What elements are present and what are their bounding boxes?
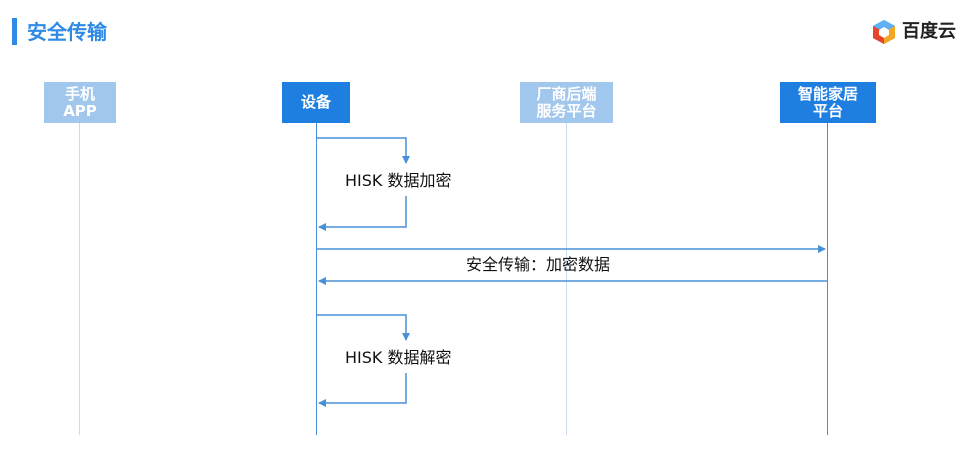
actor-smart-home-platform-line1: 智能家居: [797, 84, 858, 103]
encrypt-loop-out-arrow: [317, 137, 410, 164]
decrypt-loop-out-arrow: [317, 314, 410, 341]
actor-phone-app: 手机 APP: [44, 82, 116, 123]
lifeline-vendor-backend: [566, 123, 567, 435]
actor-smart-home-platform-line2: 平台: [812, 101, 843, 120]
actor-phone-app-line2: APP: [63, 101, 97, 120]
actor-vendor-backend-line2: 服务平台: [536, 101, 597, 120]
baidu-cloud-logo: 百度云: [872, 18, 956, 46]
lifeline-device: [316, 123, 317, 435]
actor-vendor-backend-line1: 厂商后端: [536, 84, 597, 103]
title-accent-bar: [12, 18, 17, 45]
actor-device-line1: 设备: [300, 93, 331, 111]
encrypt-loop-return-arrow: [318, 196, 407, 231]
actor-phone-app-line1: 手机: [64, 84, 95, 103]
transfer-label: 安全传输：加密数据: [466, 255, 611, 274]
baidu-cloud-logo-icon: [873, 20, 895, 44]
actor-vendor-backend: 厂商后端 服务平台: [520, 82, 613, 123]
actor-device: 设备: [282, 82, 350, 123]
decrypt-label: HISK 数据解密: [345, 348, 452, 367]
lifeline-smart-home-platform: [827, 123, 828, 435]
logo-text: 百度云: [902, 21, 956, 42]
lifeline-phone-app: [79, 123, 80, 435]
actor-smart-home-platform: 智能家居 平台: [780, 82, 876, 123]
page-title: 安全传输: [27, 20, 107, 44]
encrypt-label: HISK 数据加密: [345, 171, 452, 190]
decrypt-loop-return-arrow: [318, 373, 407, 407]
